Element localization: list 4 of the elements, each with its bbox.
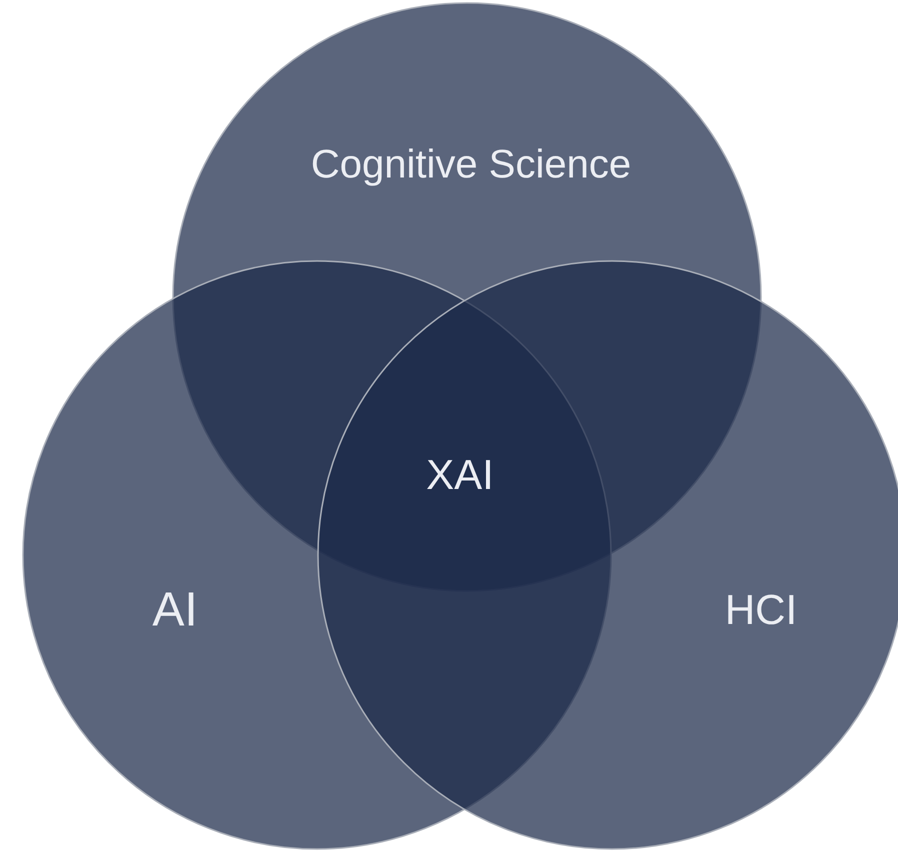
circle-label: Cognitive Science [310,142,632,188]
intersection-label: XAI [426,451,494,499]
circle-label: HCI [724,586,798,634]
circle-label: AI [152,582,198,638]
